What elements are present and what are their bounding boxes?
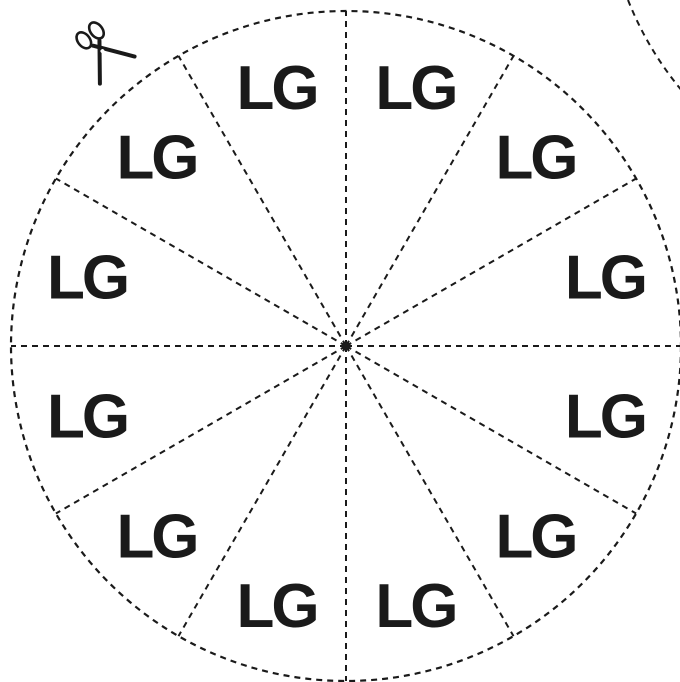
segment-divider bbox=[345, 55, 515, 347]
segment-label: LG bbox=[495, 503, 575, 572]
segment-label: LG bbox=[237, 54, 317, 123]
segment-label: LG bbox=[565, 382, 645, 451]
segment-label: LG bbox=[47, 382, 127, 451]
center-pin bbox=[341, 341, 351, 351]
segment-label: LG bbox=[375, 572, 455, 641]
segment-label: LG bbox=[116, 124, 196, 193]
segment-divider bbox=[55, 177, 347, 347]
adjacent-circle-outline bbox=[627, 0, 680, 90]
segment-label: LG bbox=[116, 503, 196, 572]
segment-divider bbox=[177, 55, 347, 347]
segment-divider bbox=[345, 345, 637, 515]
scissors-icon bbox=[75, 21, 137, 86]
segment-divider bbox=[177, 345, 347, 637]
segment-labels: LG LG LG LG LG LG LG LG LG LG LG LG bbox=[47, 54, 648, 641]
segment-label: LG bbox=[565, 244, 645, 313]
segment-divider bbox=[345, 345, 515, 637]
segment-dividers bbox=[11, 11, 680, 681]
segment-divider bbox=[345, 177, 637, 347]
segment-label: LG bbox=[375, 54, 455, 123]
segment-label: LG bbox=[237, 572, 317, 641]
segment-divider bbox=[55, 345, 347, 515]
segment-label: LG bbox=[47, 244, 127, 313]
segment-label: LG bbox=[495, 124, 575, 193]
